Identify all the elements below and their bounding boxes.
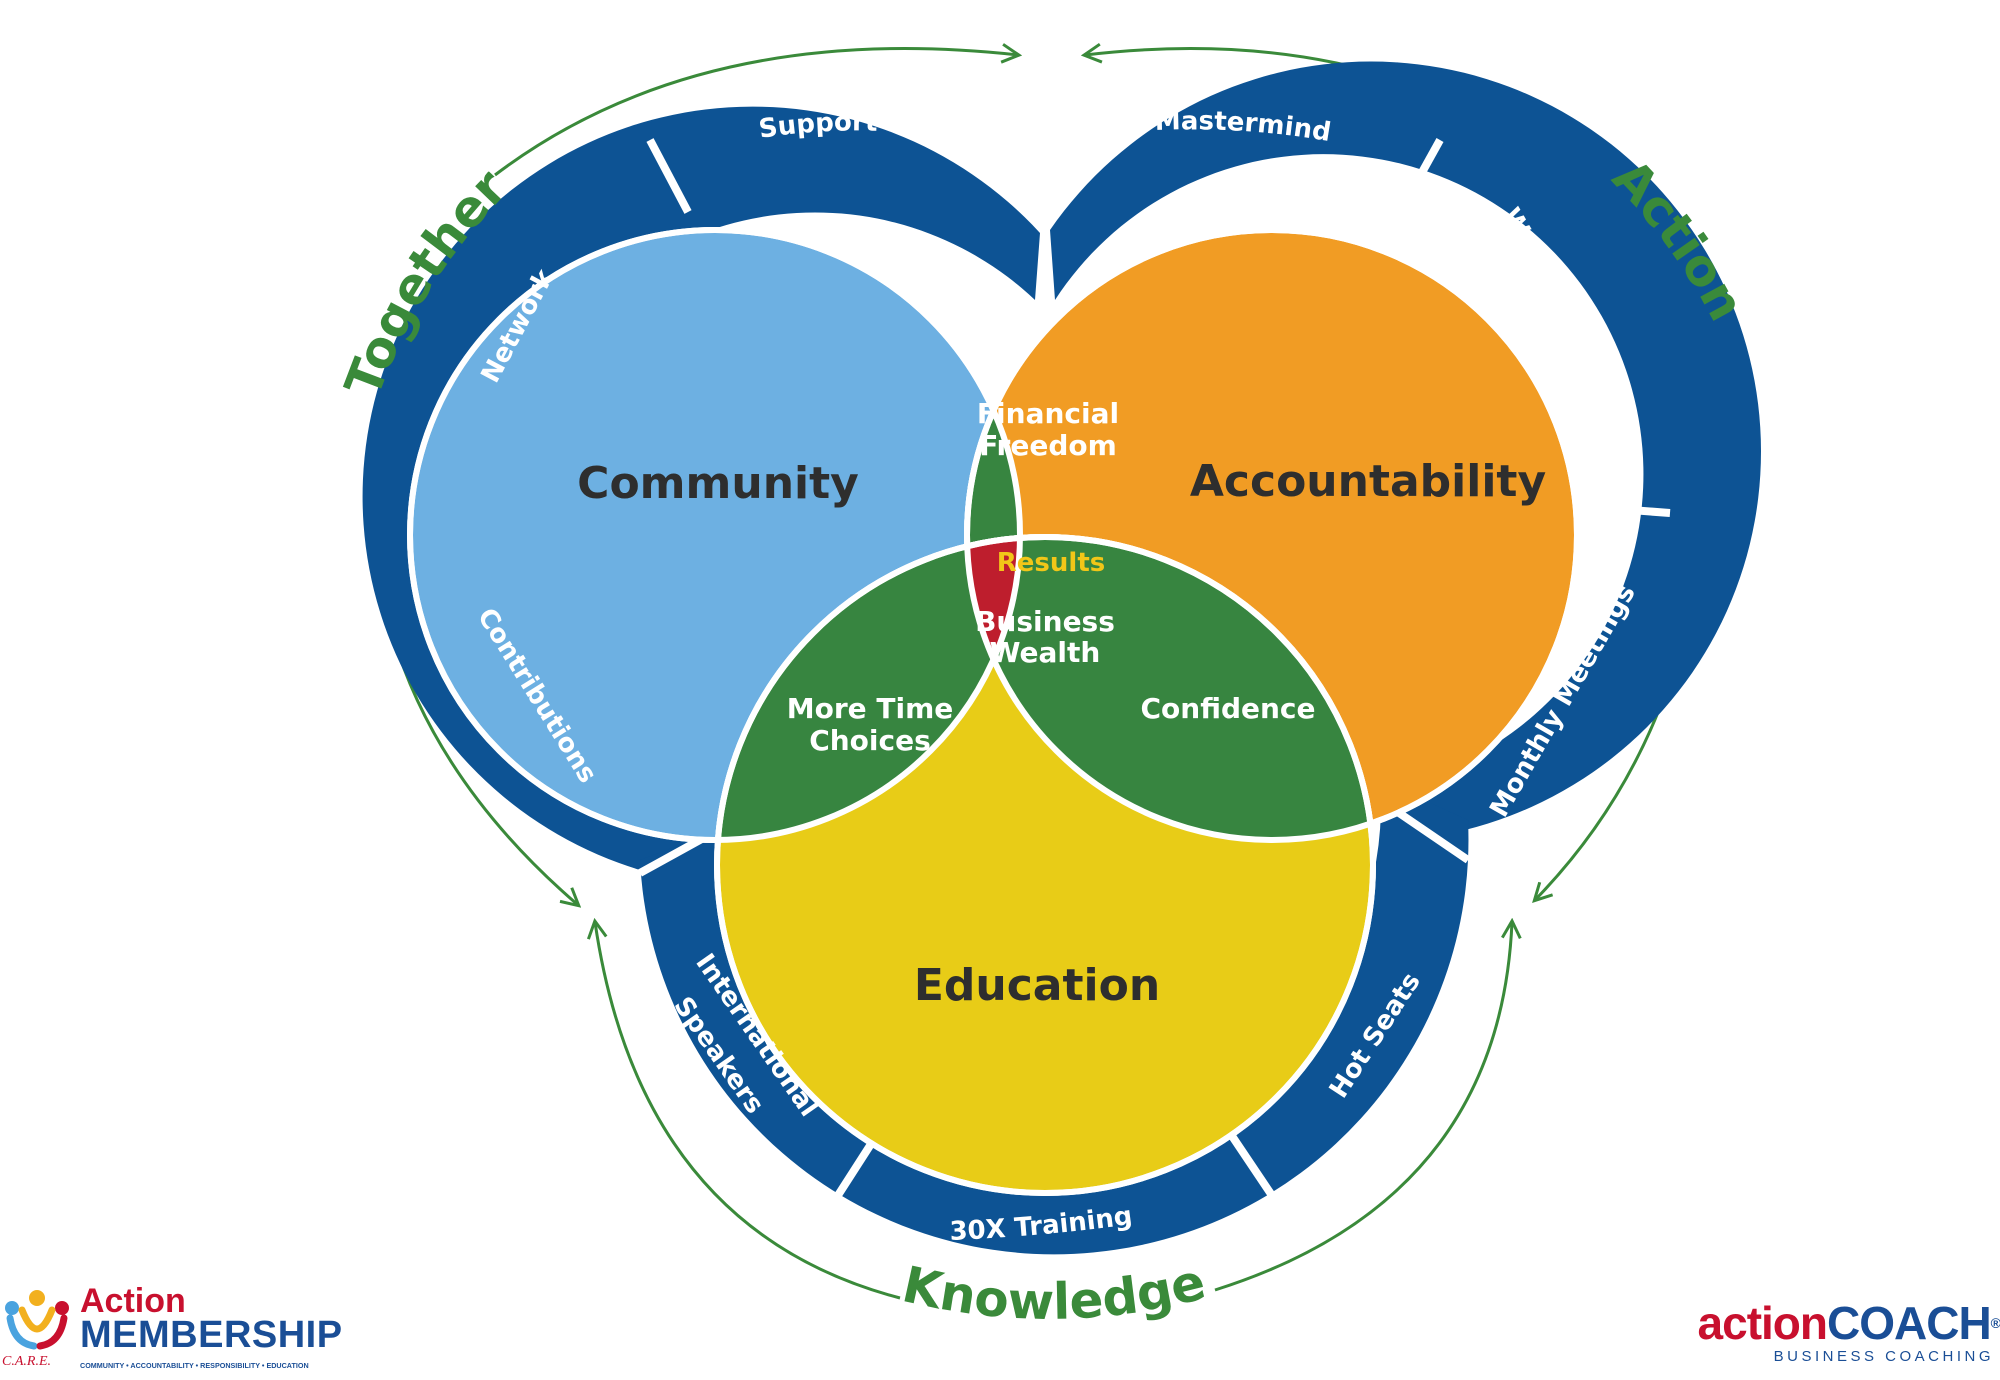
arrow-knowledge-left — [595, 922, 901, 1300]
label-business-wealth-1: Business — [975, 605, 1115, 638]
actioncoach-word-coach: COACH — [1827, 1297, 1992, 1349]
actioncoach-subtitle: BUSINESS COACHING — [1773, 1348, 1994, 1365]
label-confidence: Confidence — [1140, 692, 1315, 725]
label-results: Results — [997, 548, 1105, 578]
label-financial-freedom-2: Freedom — [979, 429, 1117, 462]
label-more-time-1: More Time — [787, 692, 954, 725]
actioncoach-wordmark: actionCOACH® — [1630, 1300, 2000, 1346]
actioncoach-word-action: action — [1697, 1297, 1828, 1349]
logo-left-care: C.A.R.E. — [2, 1354, 51, 1369]
arrow-together-top — [494, 49, 1018, 177]
divider-5 — [1564, 501, 1671, 517]
label-business-wealth-2: Wealth — [990, 636, 1101, 669]
label-more-time-2: Choices — [809, 724, 931, 757]
actioncoach-logo: actionCOACH® BUSINESS COACHING — [1630, 1300, 2000, 1380]
label-community: Community — [577, 458, 859, 509]
venn-circles — [407, 227, 1580, 1196]
actioncoach-registered-mark: ® — [1990, 1315, 2000, 1331]
overlap-community-education — [714, 534, 1020, 840]
divider-1 — [646, 138, 692, 214]
membership-people-icon — [5, 1290, 69, 1350]
logo-left-name-membership: MEMBERSHIP — [80, 1314, 343, 1356]
label-knowledge: Knowledge — [897, 1253, 1210, 1332]
label-education: Education — [914, 960, 1160, 1011]
arrow-knowledge-right — [1214, 922, 1512, 1292]
action-membership-logo: Action MEMBERSHIP C.A.R.E. COMMUNITY • A… — [0, 1278, 360, 1378]
ring-right — [1050, 61, 1761, 831]
divider-9 — [1224, 1127, 1279, 1203]
divider-3 — [1396, 138, 1444, 214]
ring-bottom — [640, 780, 1469, 1255]
logo-left-name-action: Action — [80, 1282, 186, 1320]
label-financial-freedom-1: Financial — [977, 397, 1119, 430]
logo-left-tagline: COMMUNITY • ACCOUNTABILITY • RESPONSIBIL… — [80, 1361, 309, 1370]
label-accountability: Accountability — [1190, 456, 1546, 507]
